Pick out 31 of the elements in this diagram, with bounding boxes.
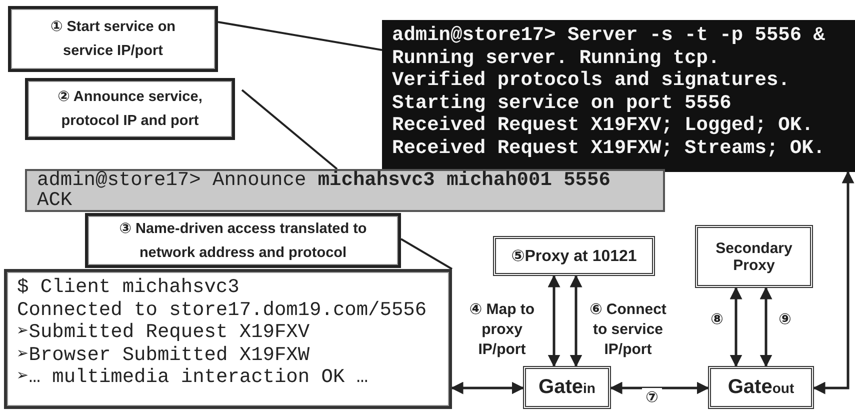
terminal-line: ➢… multimedia interaction OK … [17,366,368,388]
double-arrow [570,274,582,368]
terminal-line: Received Request X19FXW; Streams; OK. [392,136,825,159]
terminal-line: Connected to store17.dom19.com/5556 [17,298,427,321]
double-arrow [760,286,772,368]
double-arrow [812,170,854,394]
callout-box: ① Start service on service IP/port [8,6,218,72]
server-terminal-window [382,20,855,172]
client-terminal-window [4,269,452,409]
double-arrow [610,382,710,394]
callout-box: ② Announce service, protocol IP and port [25,78,235,140]
double-arrow [730,286,742,368]
terminal-line: Received Request X19FXV; Logged; OK. [392,114,814,136]
process-box: Secondary Proxy [695,225,813,288]
terminal-line: ACK [37,190,72,210]
callout-box: ③ Name-driven access translated to network address and protocol [85,213,401,268]
terminal-line: Starting service on port 5556 [392,92,732,114]
terminal-line: admin@store17> Announce michahsvc3 michah001 5556 [37,171,610,190]
terminal-line: ➢Submitted Request X19FXV [17,321,310,344]
leader-line [241,89,338,170]
terminal-line: Running server. Running tcp. [392,46,720,69]
terminal-line: admin@store17> Server -s -t -p 5556 & [392,24,825,46]
leader-line [400,238,452,270]
terminal-line: ➢Browser Submitted X19FXW [17,344,310,366]
terminal-line: Verified protocols and signatures. [392,69,790,92]
process-box: ⑤Proxy at 10121 [493,236,655,276]
terminal-line: $ Client michahsvc3 [17,276,240,298]
leader-line [218,21,382,51]
double-arrow [450,382,524,394]
double-arrow [548,274,560,368]
announce-console-panel [25,169,665,212]
